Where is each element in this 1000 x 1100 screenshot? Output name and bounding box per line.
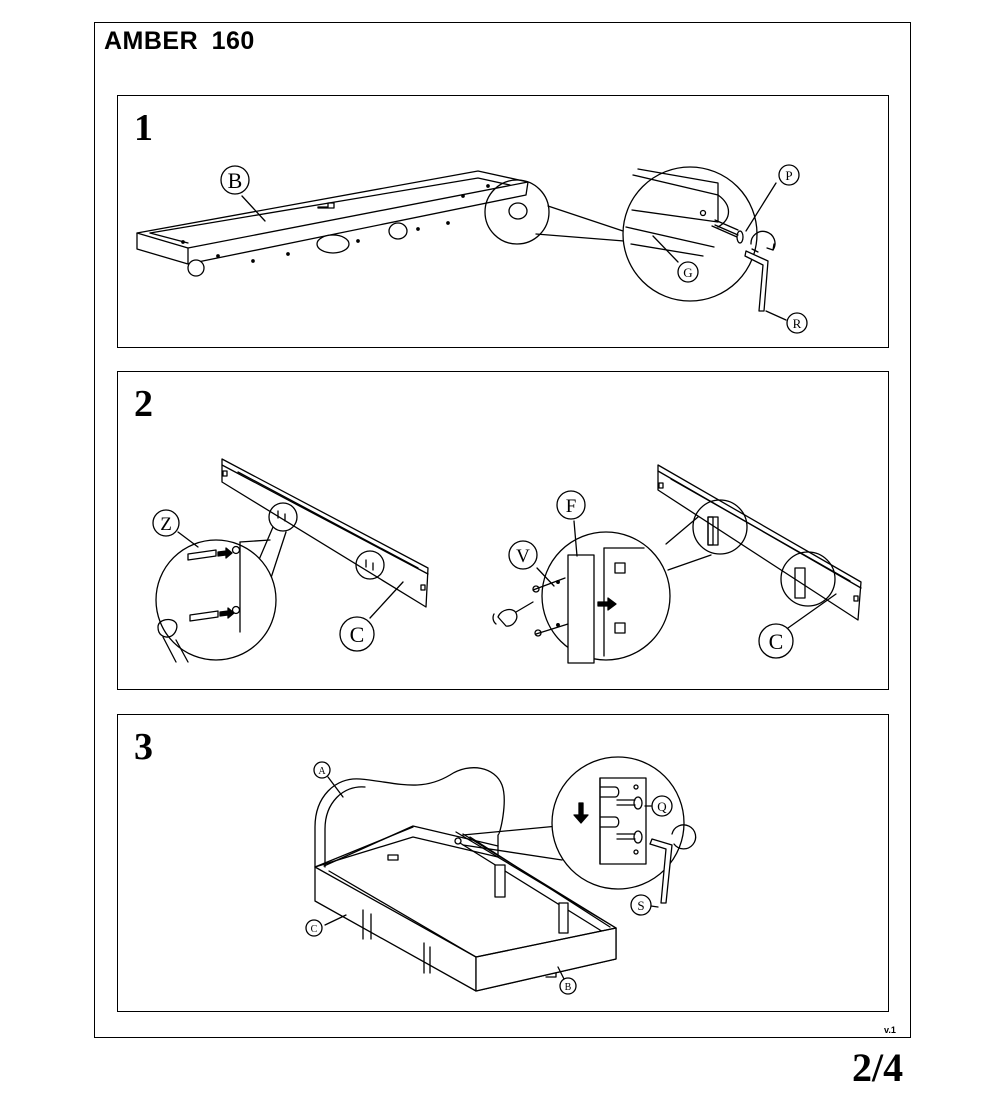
zoom-connector	[547, 205, 627, 233]
detail-marker-circle	[484, 179, 550, 245]
label-s: S	[637, 898, 644, 913]
version-label: v.1	[884, 1025, 896, 1035]
step-number: 2	[134, 383, 153, 425]
rotation-arrow	[750, 230, 776, 251]
label-v: V	[516, 546, 530, 567]
label-c-left: C	[350, 622, 365, 647]
label-b: B	[565, 982, 572, 993]
document-title: AMBER 160	[104, 27, 255, 55]
bolt-p	[711, 219, 744, 244]
bracket-detail-circle	[551, 756, 685, 890]
label-g: G	[683, 265, 692, 280]
step-2-labels: Z C F V C	[160, 496, 784, 654]
step-3-labels: A Q C S B	[311, 766, 668, 993]
step-number: 1	[134, 107, 153, 149]
label-c: C	[311, 924, 318, 935]
allen-key-r	[744, 250, 769, 312]
dowel-zoom-circle	[155, 539, 277, 663]
label-c-right: C	[769, 629, 784, 654]
step-2-illustration	[152, 458, 862, 664]
label-a: A	[318, 766, 326, 777]
step-1-labels: B P G R	[228, 168, 802, 331]
label-z: Z	[160, 514, 172, 535]
zoom-connector	[535, 233, 625, 242]
page-frame	[94, 22, 911, 1038]
step-3-panel: 3	[117, 714, 889, 1012]
screwdriver	[492, 601, 534, 627]
allen-key-s	[649, 824, 697, 904]
bracket-zoom-circle	[532, 531, 671, 664]
step-2-panel: 2	[117, 371, 889, 690]
side-rail-c-left	[221, 458, 429, 608]
step-3-illustration	[305, 756, 697, 995]
label-q: Q	[657, 799, 667, 814]
label-r: R	[793, 316, 802, 331]
side-rail-b	[136, 170, 529, 277]
detail-zoom-circle	[622, 166, 776, 302]
label-f: F	[566, 496, 577, 517]
step-1-panel: 1	[117, 95, 889, 348]
label-b: B	[228, 168, 243, 193]
side-rail-c-right	[657, 464, 862, 621]
bed-frame	[314, 767, 617, 992]
page-number: 2/4	[852, 1045, 904, 1090]
label-p: P	[785, 168, 792, 183]
step-1-illustration	[136, 164, 808, 334]
step-number: 3	[134, 726, 153, 768]
